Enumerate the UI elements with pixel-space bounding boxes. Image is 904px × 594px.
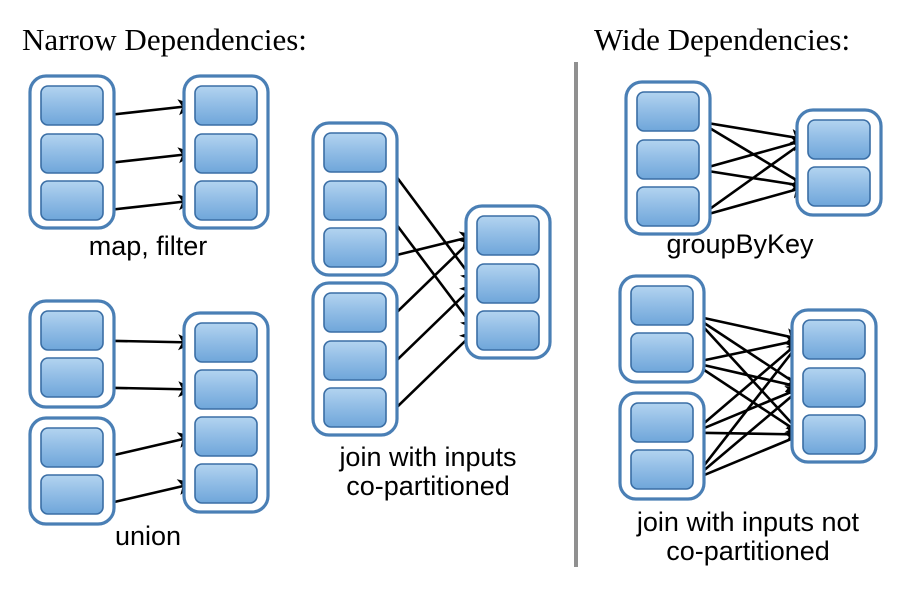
rdd-container[interactable] bbox=[311, 121, 399, 277]
dependency-arrow bbox=[698, 182, 809, 218]
dependency-arrow bbox=[691, 338, 804, 481]
dependency-arrow bbox=[385, 234, 477, 324]
dependency-arrow bbox=[102, 334, 196, 351]
caption-join-not-co-partitioned: join with inputs not co-partitioned bbox=[636, 507, 860, 567]
dependency-arrow bbox=[692, 361, 804, 392]
dependency-arrow bbox=[102, 432, 196, 459]
dependency-arrow bbox=[102, 381, 196, 398]
edges-union bbox=[102, 334, 196, 506]
rdd-container[interactable] bbox=[624, 80, 712, 236]
partition-box[interactable] bbox=[630, 449, 694, 490]
partition-box[interactable] bbox=[194, 416, 258, 457]
partition-box[interactable] bbox=[40, 427, 104, 468]
partition-box[interactable] bbox=[476, 263, 540, 304]
rdd-group-map-filter bbox=[28, 74, 270, 230]
dependency-arrow bbox=[692, 314, 804, 344]
caption-join-co-partitioned: join with inputs co-partitioned bbox=[339, 442, 517, 502]
partition-box[interactable] bbox=[323, 180, 387, 221]
partition-box[interactable] bbox=[630, 402, 694, 443]
edges-join-co-partitioned bbox=[384, 161, 478, 419]
heading-narrow-dependencies: Narrow Dependencies: bbox=[22, 22, 307, 57]
dependency-arrow bbox=[698, 135, 809, 171]
rdd-container[interactable] bbox=[464, 204, 552, 360]
rdd-container[interactable] bbox=[28, 74, 116, 230]
partition-box[interactable] bbox=[636, 139, 700, 180]
partition-box[interactable] bbox=[40, 85, 104, 126]
partition-box[interactable] bbox=[194, 180, 258, 221]
dependency-arrow bbox=[692, 433, 804, 481]
partition-box[interactable] bbox=[807, 119, 871, 160]
dependency-arrow bbox=[692, 314, 804, 389]
rdd-group-join-co-partitioned bbox=[311, 121, 552, 437]
partition-box[interactable] bbox=[323, 292, 387, 333]
dependency-arrow bbox=[692, 361, 804, 436]
partition-box[interactable] bbox=[40, 474, 104, 515]
rdd-container[interactable] bbox=[182, 74, 270, 230]
partition-box[interactable] bbox=[636, 186, 700, 227]
dependency-arrow bbox=[692, 334, 804, 364]
dependency-arrow bbox=[698, 168, 809, 193]
partition-box[interactable] bbox=[630, 285, 694, 326]
section-divider bbox=[574, 62, 578, 567]
dependency-arrow bbox=[102, 479, 196, 506]
partition-box[interactable] bbox=[323, 227, 387, 268]
dependency-arrow bbox=[698, 138, 809, 218]
caption-union: union bbox=[114, 521, 182, 551]
partition-box[interactable] bbox=[476, 215, 540, 256]
dependency-arrow bbox=[385, 329, 477, 419]
rdd-container[interactable] bbox=[618, 274, 706, 384]
partition-box[interactable] bbox=[802, 367, 866, 408]
dependency-arrow bbox=[698, 120, 809, 188]
dependency-arrow bbox=[692, 386, 803, 481]
partition-box[interactable] bbox=[40, 180, 104, 221]
partition-box[interactable] bbox=[323, 387, 387, 428]
partition-box[interactable] bbox=[194, 85, 258, 126]
rdd-container[interactable] bbox=[311, 281, 399, 437]
dependency-arrow bbox=[385, 231, 478, 259]
rdd-container[interactable] bbox=[28, 299, 116, 409]
partition-box[interactable] bbox=[194, 463, 258, 504]
edges-group-by-key bbox=[698, 120, 809, 218]
dependency-arrow bbox=[384, 209, 478, 332]
dependency-arrow bbox=[384, 161, 478, 285]
partition-box[interactable] bbox=[194, 133, 258, 174]
partition-box[interactable] bbox=[323, 340, 387, 381]
partition-box[interactable] bbox=[636, 91, 700, 132]
partition-box[interactable] bbox=[194, 369, 258, 410]
rdd-group-union bbox=[28, 299, 270, 526]
dependency-arrow bbox=[102, 194, 196, 212]
rdd-container[interactable] bbox=[182, 311, 270, 514]
partition-box[interactable] bbox=[476, 310, 540, 351]
rdd-group-join-not-co-partitioned bbox=[618, 274, 878, 501]
rdd-container[interactable] bbox=[790, 308, 878, 464]
dependency-arrow bbox=[385, 282, 477, 372]
partition-box[interactable] bbox=[630, 332, 694, 373]
rdd-container[interactable] bbox=[618, 391, 706, 501]
caption-group-by-key: groupByKey bbox=[666, 229, 814, 259]
rdd-group-group-by-key bbox=[624, 80, 883, 236]
caption-map-filter: map, filter bbox=[88, 231, 208, 261]
heading-wide-dependencies: Wide Dependencies: bbox=[594, 22, 851, 57]
rdd-container[interactable] bbox=[28, 416, 116, 526]
partition-box[interactable] bbox=[40, 133, 104, 174]
partition-box[interactable] bbox=[807, 166, 871, 207]
edges-join-not-co-partitioned bbox=[691, 314, 804, 481]
dependency-arrow bbox=[692, 314, 803, 436]
edges-map-filter bbox=[102, 99, 196, 212]
rdd-container[interactable] bbox=[795, 108, 883, 217]
dependency-arrow bbox=[692, 426, 804, 443]
partition-box[interactable] bbox=[40, 310, 104, 351]
partition-box[interactable] bbox=[40, 357, 104, 398]
dependency-arrow bbox=[692, 338, 803, 434]
partition-box[interactable] bbox=[323, 132, 387, 173]
dependency-arrow bbox=[692, 386, 804, 434]
partition-box[interactable] bbox=[194, 322, 258, 363]
dependency-arrow bbox=[698, 120, 809, 145]
dependency-arrow bbox=[102, 147, 196, 165]
partition-box[interactable] bbox=[802, 319, 866, 360]
dependency-arrow bbox=[102, 99, 196, 117]
partition-box[interactable] bbox=[802, 414, 866, 455]
